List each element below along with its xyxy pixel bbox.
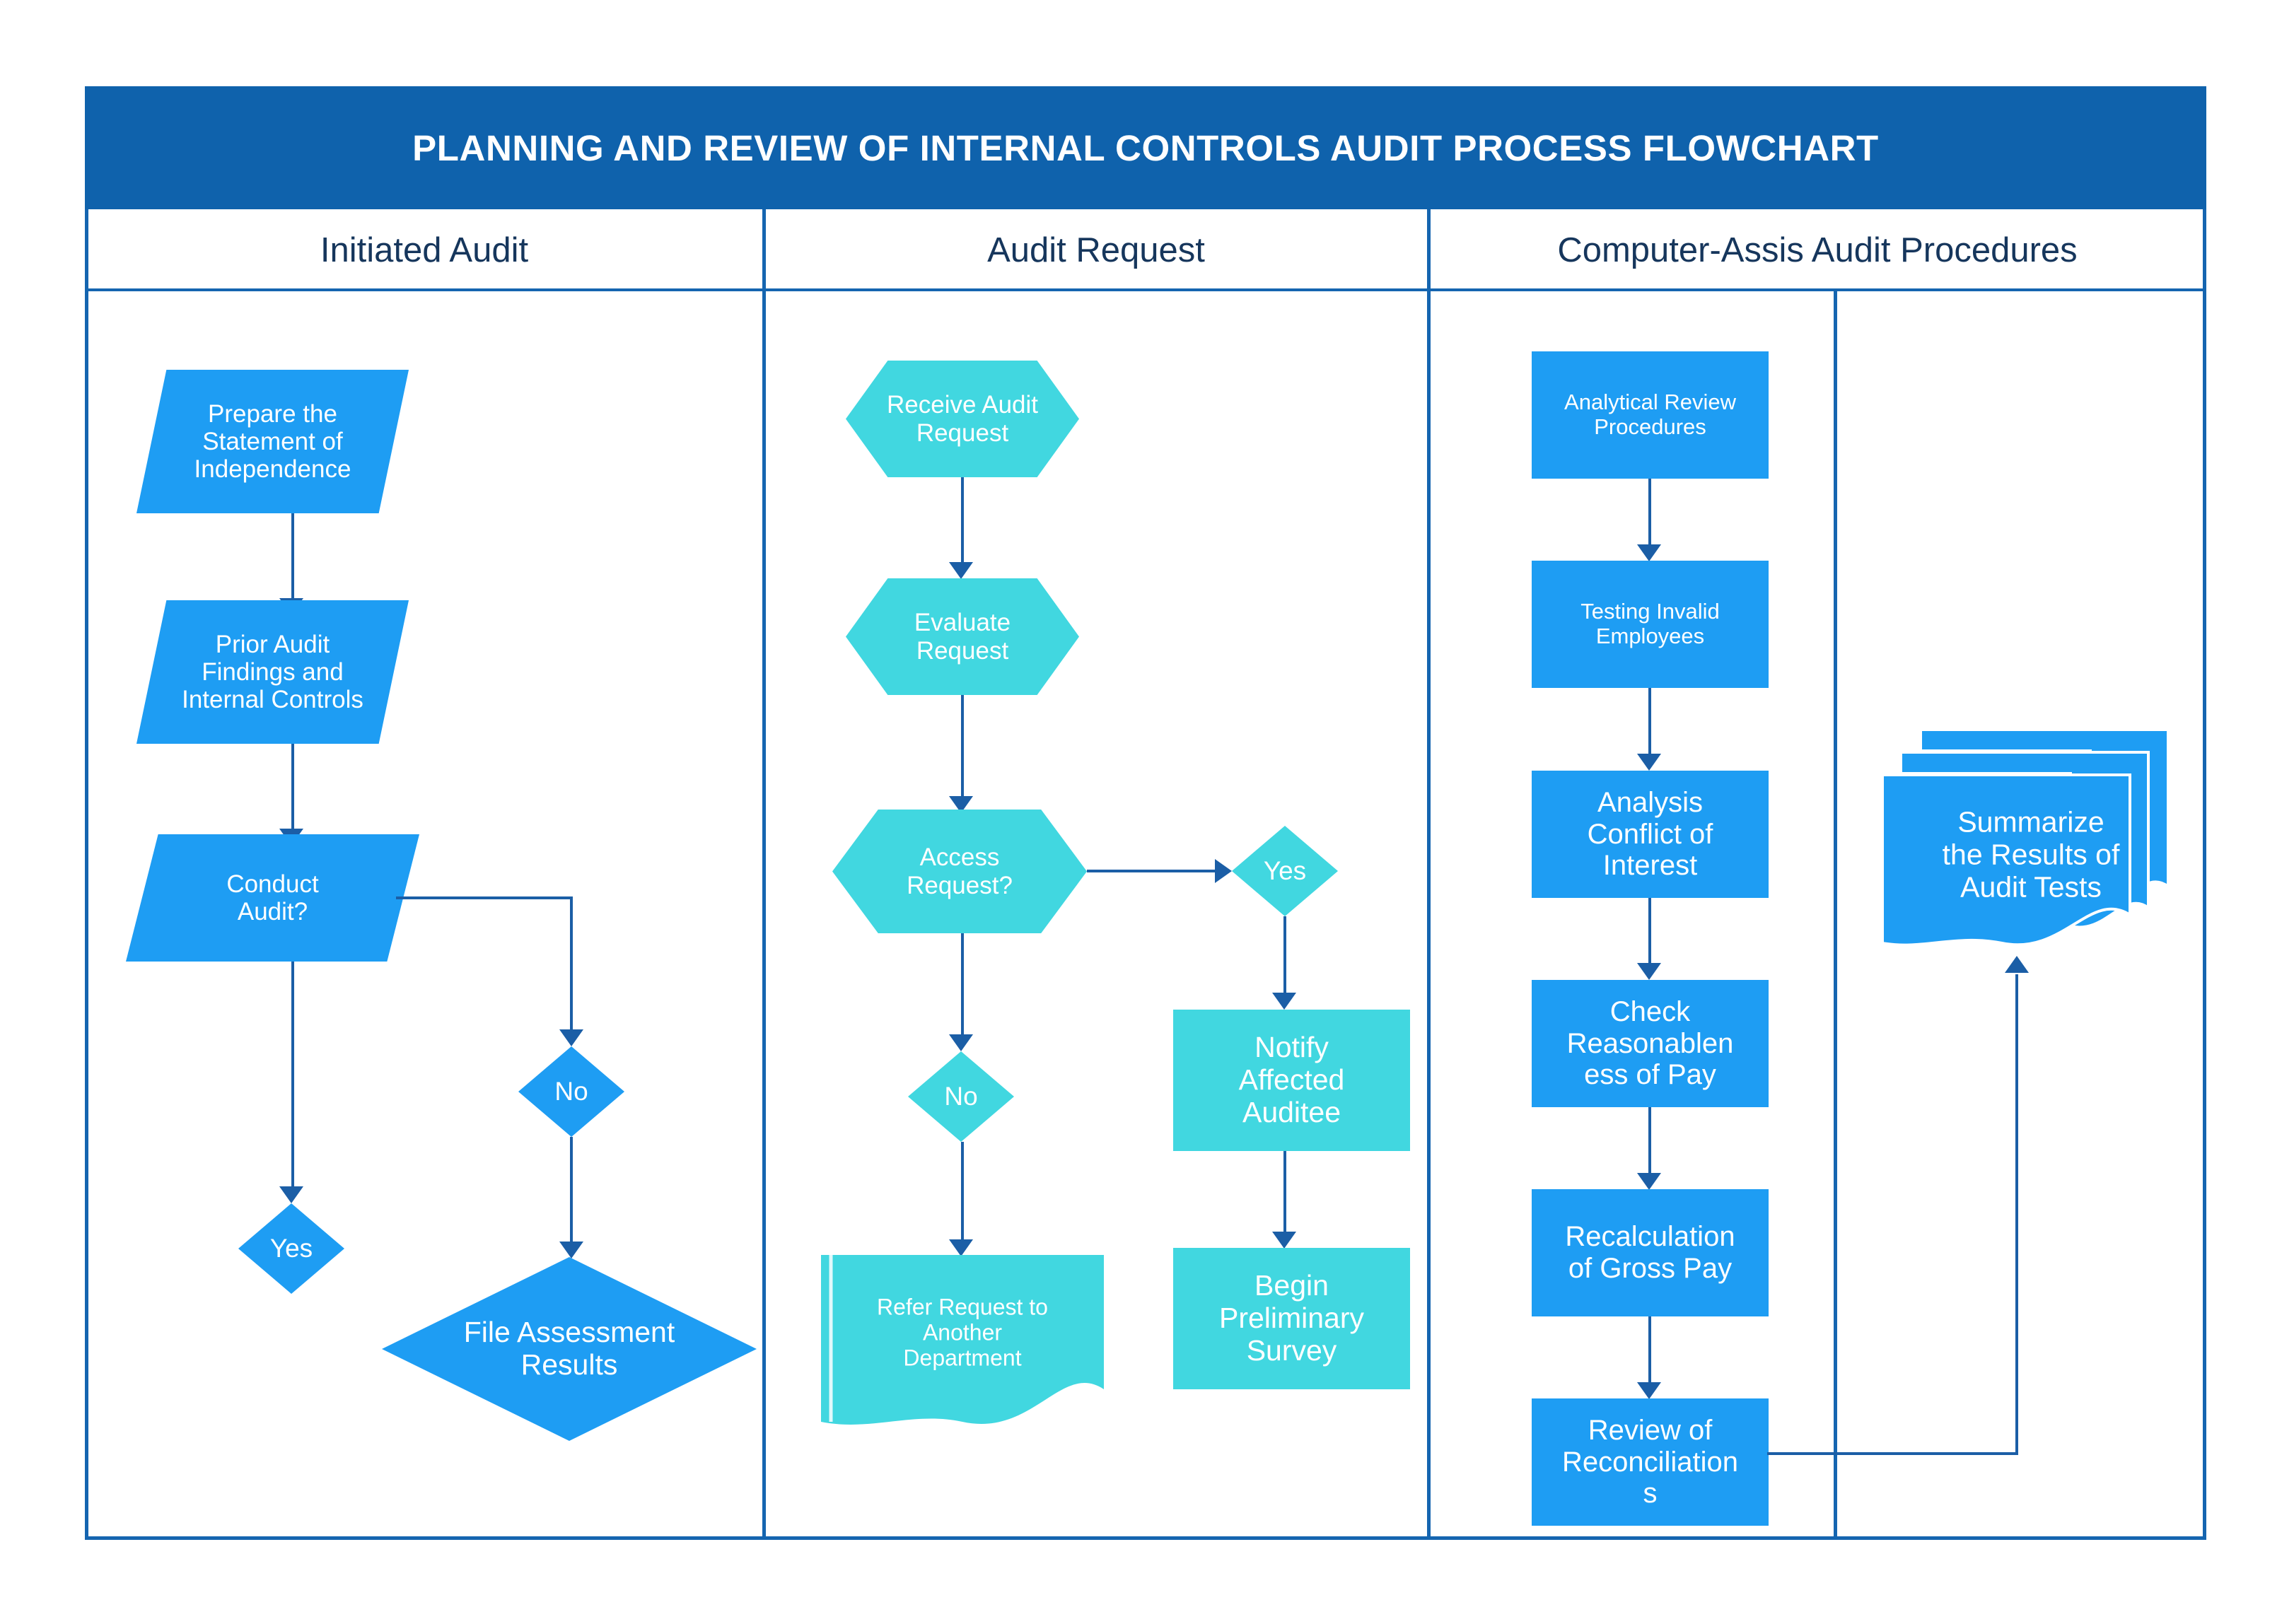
node-summarize-results-multidocument[interactable]: Summarize the Results of Audit Tests xyxy=(1878,723,2175,949)
arrowhead-conduct-to-no xyxy=(559,1029,583,1046)
node-receive-audit-request[interactable]: Receive Audit Request xyxy=(846,361,1079,477)
arrowhead-access-to-no xyxy=(949,1034,973,1051)
arrowhead-analysis-to-check xyxy=(1637,963,1661,980)
edge-access-to-yes xyxy=(1087,870,1221,872)
edge-access-to-no xyxy=(961,933,964,1043)
arrowhead-check-to-recalculation xyxy=(1637,1173,1661,1190)
node-analysis-conflict-of-interest[interactable]: Analysis Conflict of Interest xyxy=(1532,771,1769,898)
edge-conduct-to-no-horizontal xyxy=(396,896,573,899)
edge-no-to-file-assessment xyxy=(570,1137,573,1250)
swimlane-header-caap: Computer-Assis Audit Procedures xyxy=(1557,231,2078,269)
node-access-request[interactable]: Access Request? xyxy=(832,810,1087,933)
diagram-frame xyxy=(85,86,2206,1540)
node-evaluate-request[interactable]: Evaluate Request xyxy=(846,578,1079,695)
lane-divider-1 xyxy=(762,209,766,1540)
arrowhead-recalculation-to-review xyxy=(1637,1382,1661,1399)
arrowhead-access-to-yes xyxy=(1215,859,1232,883)
edge-conduct-to-yes xyxy=(291,962,294,1195)
swimlane-header-row: Initiated Audit Audit Request Computer-A… xyxy=(85,209,2206,291)
edge-yes-to-notify xyxy=(1283,916,1286,1001)
edge-testing-to-analysis xyxy=(1648,688,1651,762)
node-analytical-review-procedures[interactable]: Analytical Review Procedures xyxy=(1532,351,1769,479)
node-conduct-audit[interactable]: Conduct Audit? xyxy=(126,834,419,962)
node-check-reasonableness-of-pay[interactable]: Check Reasonablen ess of Pay xyxy=(1532,980,1769,1107)
node-notify-affected-auditee[interactable]: Notify Affected Auditee xyxy=(1173,1010,1410,1151)
arrowhead-analytical-to-testing xyxy=(1637,544,1661,561)
swimlane-header-audit-request: Audit Request xyxy=(987,231,1205,269)
lane-divider-3 xyxy=(1834,291,1837,1540)
node-testing-invalid-employees[interactable]: Testing Invalid Employees xyxy=(1532,561,1769,688)
node-review-of-reconciliations[interactable]: Review of Reconciliation s xyxy=(1532,1398,1769,1526)
edge-prior-to-conduct xyxy=(291,744,294,837)
edge-review-to-summarize-vertical xyxy=(2015,974,2018,1454)
edge-recalculation-to-review xyxy=(1648,1316,1651,1391)
edge-analysis-to-check xyxy=(1648,898,1651,972)
arrowhead-yes-to-notify xyxy=(1272,993,1296,1010)
edge-evaluate-to-access xyxy=(961,695,964,805)
node-prior-findings[interactable]: Prior Audit Findings and Internal Contro… xyxy=(136,600,409,744)
node-summarize-results-label: Summarize the Results of Audit Tests xyxy=(1942,805,2120,904)
multi-document-shape-icon xyxy=(1881,728,2170,947)
edge-check-to-recalculation xyxy=(1648,1107,1651,1181)
edge-analytical-to-testing xyxy=(1648,479,1651,553)
arrowhead-testing-to-analysis xyxy=(1637,754,1661,771)
arrowhead-no-to-file-assessment xyxy=(559,1242,583,1258)
edge-notify-to-survey xyxy=(1283,1151,1286,1239)
edge-no-to-refer xyxy=(961,1142,964,1248)
node-prepare-statement[interactable]: Prepare the Statement of Independence xyxy=(136,370,409,513)
arrowhead-no-to-refer xyxy=(949,1239,973,1256)
page-title: PLANNING AND REVIEW OF INTERNAL CONTROLS… xyxy=(412,127,1879,168)
edge-conduct-to-no-vertical xyxy=(570,896,573,1038)
lane-divider-2 xyxy=(1427,209,1431,1540)
edge-prepare-to-prior xyxy=(291,513,294,607)
node-recalculation-of-gross-pay[interactable]: Recalculation of Gross Pay xyxy=(1532,1189,1769,1316)
title-bar: PLANNING AND REVIEW OF INTERNAL CONTROLS… xyxy=(85,86,2206,209)
edge-review-to-summarize-horizontal xyxy=(1767,1452,2018,1455)
edge-receive-to-evaluate xyxy=(961,477,964,571)
document-shape-icon xyxy=(821,1255,1104,1425)
arrowhead-review-to-summarize xyxy=(2005,956,2029,973)
swimlane-header-initiated-audit: Initiated Audit xyxy=(320,231,529,269)
arrowhead-notify-to-survey xyxy=(1272,1232,1296,1249)
arrowhead-receive-to-evaluate xyxy=(949,562,973,579)
node-begin-preliminary-survey[interactable]: Begin Preliminary Survey xyxy=(1173,1248,1410,1389)
node-refer-request-document[interactable]: Refer Request to Another Department xyxy=(821,1255,1104,1425)
node-refer-request-label: Refer Request to Another Department xyxy=(877,1294,1048,1371)
arrowhead-conduct-to-yes xyxy=(279,1186,303,1203)
